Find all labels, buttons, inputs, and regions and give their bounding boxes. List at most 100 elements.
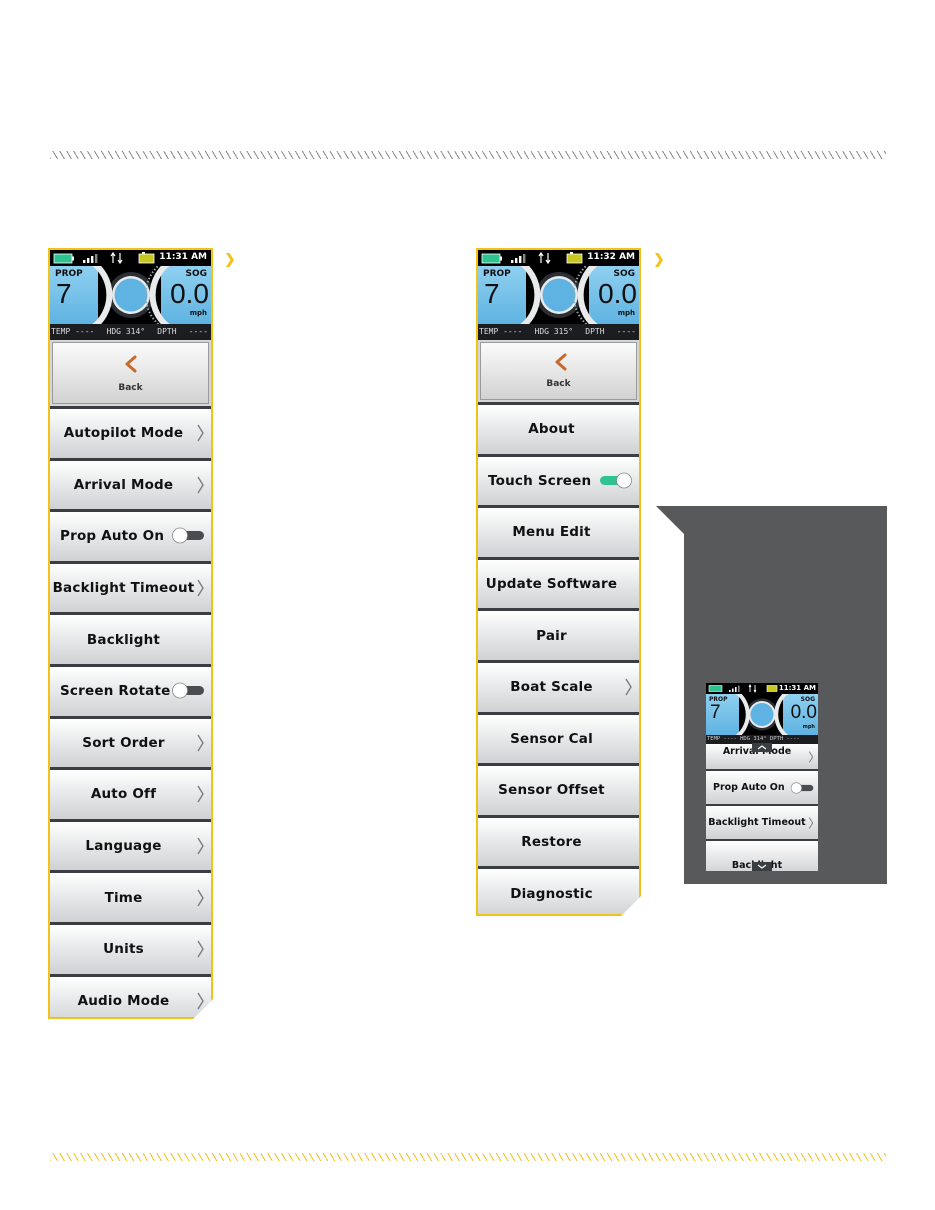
toggle-off-icon[interactable] bbox=[171, 682, 205, 699]
data-transfer-icon bbox=[110, 250, 124, 266]
prop-panel: PROP 7 bbox=[478, 266, 526, 324]
menu-item-label: Autopilot Mode bbox=[63, 425, 184, 442]
depth-readout: ---- bbox=[616, 327, 636, 336]
menu-item-label: Sensor Offset bbox=[498, 782, 605, 799]
menu-item-label: Pair bbox=[536, 627, 567, 644]
menu-item-screen-rotate[interactable]: Screen Rotate bbox=[50, 664, 211, 716]
sog-label: SOG bbox=[800, 696, 815, 703]
chevron-right-icon bbox=[808, 816, 814, 829]
back-label: Back bbox=[118, 383, 143, 393]
top-divider bbox=[50, 151, 886, 159]
menu-item-sort-order[interactable]: Sort Order bbox=[50, 716, 211, 768]
chevron-right-icon bbox=[196, 579, 205, 597]
status-time: 11:32 AM bbox=[587, 252, 635, 262]
menu-item-sensor-cal[interactable]: Sensor Cal bbox=[478, 712, 639, 764]
menu-item-boat-scale[interactable]: Boat Scale bbox=[478, 660, 639, 712]
menu-item-label: Arrival Mode bbox=[73, 476, 174, 493]
battery-icon bbox=[708, 685, 723, 692]
sog-panel: SOG 0.0 mph bbox=[589, 266, 639, 324]
depth-label: DPTH bbox=[585, 327, 605, 336]
back-label: Back bbox=[546, 379, 571, 389]
menu-item-label: Boat Scale bbox=[510, 679, 593, 696]
chevron-right-icon bbox=[196, 424, 205, 442]
menu-item-backlight-timeout[interactable]: Backlight Timeout bbox=[706, 804, 818, 839]
menu-item-arrival-mode[interactable]: Arrival Mode bbox=[50, 458, 211, 510]
menu-item-label: Units bbox=[103, 941, 144, 958]
sog-panel: SOG 0.0 mph bbox=[161, 266, 211, 324]
status-bar: 11:31 AM bbox=[50, 250, 211, 266]
menu-item-label: About bbox=[528, 421, 575, 438]
menu-item-label: Screen Rotate bbox=[60, 683, 171, 700]
scroll-up-icon[interactable] bbox=[752, 743, 772, 752]
chevron-right-icon bbox=[196, 837, 205, 855]
sog-value: 0.0 bbox=[170, 278, 209, 309]
toggle-off-icon[interactable] bbox=[790, 781, 814, 794]
device-screen-left: 11:31 AM PROP 7 SOG 0.0 mph TEMP ---- HD… bbox=[48, 248, 213, 1019]
menu-item-update-software[interactable]: Update Software bbox=[478, 557, 639, 609]
device-screen-right: 11:32 AM PROP 7 SOG 0.0 mph TEMP ---- HD… bbox=[476, 248, 641, 916]
gauge-panel: PROP 7 SOG 0.0 mph bbox=[706, 694, 818, 735]
menu-item-label: Prop Auto On bbox=[713, 782, 785, 793]
depth-label: DPTH bbox=[157, 327, 177, 336]
sog-label: SOG bbox=[185, 269, 207, 279]
menu-item-sensor-offset[interactable]: Sensor Offset bbox=[478, 763, 639, 815]
menu-item-label: Sort Order bbox=[82, 734, 165, 751]
gauge-panel: PROP 7 SOG 0.0 mph bbox=[50, 266, 211, 324]
menu-item-label: Touch Screen bbox=[488, 472, 592, 489]
back-button[interactable]: Back bbox=[52, 342, 209, 404]
toggle-off-icon[interactable] bbox=[171, 527, 205, 544]
status-time: 11:31 AM bbox=[159, 252, 207, 262]
temp-readout: TEMP ---- bbox=[479, 327, 523, 336]
menu-item-label: Backlight Timeout bbox=[708, 817, 806, 828]
back-arrow-icon bbox=[554, 353, 568, 371]
depth-readout: ---- bbox=[188, 327, 208, 336]
menu-item-label: Diagnostic bbox=[510, 885, 593, 902]
chevron-right-icon bbox=[196, 785, 205, 803]
toggle-on-icon[interactable] bbox=[599, 472, 633, 489]
menu-item-menu-edit[interactable]: Menu Edit bbox=[478, 505, 639, 557]
menu-item-touch-screen[interactable]: Touch Screen bbox=[478, 454, 639, 506]
compass-dial-icon bbox=[735, 694, 789, 735]
prop-value: 7 bbox=[484, 278, 500, 309]
prop-value: 7 bbox=[710, 702, 721, 723]
chevron-right-icon bbox=[196, 889, 205, 907]
prop-panel: PROP 7 bbox=[706, 694, 739, 735]
menu-item-label: Sensor Cal bbox=[510, 730, 593, 747]
menu-item-autopilot-mode[interactable]: Autopilot Mode bbox=[50, 406, 211, 458]
chevron-right-icon bbox=[808, 750, 814, 763]
menu-item-prop-auto-on[interactable]: Prop Auto On bbox=[706, 769, 818, 804]
sog-panel: SOG 0.0 mph bbox=[783, 694, 818, 735]
menu-item-audio-mode[interactable]: Audio Mode bbox=[50, 974, 211, 1019]
device-battery-icon bbox=[766, 685, 778, 692]
sog-unit: mph bbox=[802, 724, 815, 730]
prop-panel: PROP 7 bbox=[50, 266, 98, 324]
menu-item-about[interactable]: About bbox=[478, 402, 639, 454]
menu-item-units[interactable]: Units bbox=[50, 922, 211, 974]
menu-item-label: Restore bbox=[521, 834, 582, 851]
menu-item-auto-off[interactable]: Auto Off bbox=[50, 767, 211, 819]
menu-item-language[interactable]: Language bbox=[50, 819, 211, 871]
menu-item-label: Backlight bbox=[86, 631, 161, 648]
menu-item-backlight[interactable]: Backlight bbox=[50, 612, 211, 664]
menu-item-prop-auto-on[interactable]: Prop Auto On bbox=[50, 509, 211, 561]
menu-item-label: Backlight Timeout bbox=[52, 580, 195, 597]
menu-item-label: Audio Mode bbox=[77, 992, 170, 1009]
prop-label: PROP bbox=[483, 269, 511, 279]
prop-label: PROP bbox=[55, 269, 83, 279]
menu-item-label: Auto Off bbox=[90, 786, 157, 803]
signal-strength-icon bbox=[82, 250, 100, 266]
chevron-right-icon bbox=[196, 992, 205, 1010]
menu-item-restore[interactable]: Restore bbox=[478, 815, 639, 867]
sog-unit: mph bbox=[617, 309, 635, 317]
back-button[interactable]: Back bbox=[480, 342, 637, 400]
menu-item-backlight-timeout[interactable]: Backlight Timeout bbox=[50, 561, 211, 613]
menu-item-pair[interactable]: Pair bbox=[478, 608, 639, 660]
menu-item-label: Language bbox=[85, 838, 162, 855]
menu-item-diagnostic[interactable]: Diagnostic bbox=[478, 866, 639, 916]
scroll-down-icon[interactable] bbox=[752, 862, 772, 871]
prop-value: 7 bbox=[56, 278, 72, 309]
menu-item-time[interactable]: Time bbox=[50, 870, 211, 922]
